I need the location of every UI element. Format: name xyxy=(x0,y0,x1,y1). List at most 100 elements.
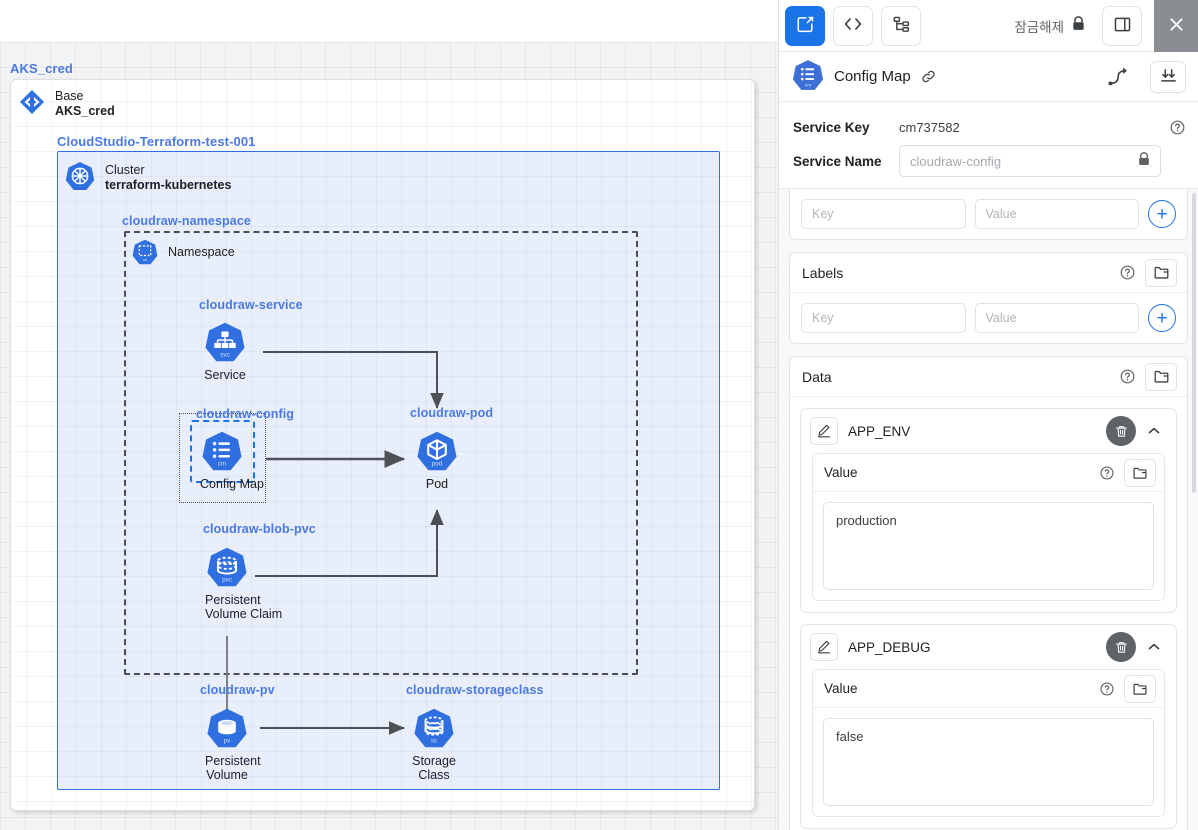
value-folder-button[interactable] xyxy=(1124,458,1156,487)
edit-key-button[interactable] xyxy=(810,633,838,661)
panel-content[interactable]: Key Value + Labels xyxy=(779,189,1198,830)
node-service[interactable]: svc Service xyxy=(203,320,247,382)
pvc-group-label: cloudraw-blob-pvc xyxy=(203,522,316,536)
close-icon xyxy=(1167,15,1186,37)
edit-form-icon xyxy=(796,15,815,37)
namespace-container[interactable] xyxy=(124,231,638,675)
flow-connect-icon[interactable] xyxy=(1107,66,1131,88)
data-item-key: APP_ENV xyxy=(848,423,911,439)
form-view-button[interactable] xyxy=(785,5,825,46)
lock-toggle[interactable]: 잠금해제 xyxy=(1014,16,1086,36)
node-configmap[interactable]: cm Config Map xyxy=(200,429,264,491)
labels-folder-button[interactable] xyxy=(1145,258,1177,287)
labels-add-button[interactable]: + xyxy=(1148,304,1176,332)
node-pvc-caption-line1: Persistent xyxy=(205,593,261,607)
labels-help-icon[interactable] xyxy=(1119,264,1136,281)
panel-meta: Service Key cm737582 Service Name cloudr… xyxy=(779,102,1198,189)
node-namespace[interactable]: ns Namespace xyxy=(131,238,235,266)
service-key-help-icon[interactable] xyxy=(1169,119,1186,136)
configmap-selection-outline xyxy=(179,413,266,503)
data-item-value-body: false xyxy=(813,708,1164,816)
labels-value-input[interactable]: Value xyxy=(974,303,1139,333)
value-folder-button[interactable] xyxy=(1124,674,1156,703)
svg-text:sc: sc xyxy=(431,738,437,745)
node-configmap-caption: Config Map xyxy=(200,477,264,491)
base-node[interactable]: Base AKS_cred xyxy=(18,88,115,119)
delete-data-item-button[interactable] xyxy=(1106,416,1136,446)
k8s-storageclass-icon: sc xyxy=(412,706,456,750)
data-item: APP_ENV xyxy=(800,408,1177,613)
value-textarea[interactable]: production xyxy=(823,502,1154,590)
node-pvc[interactable]: pvc Persistent Volume Claim xyxy=(205,545,282,621)
service-name-label: Service Name xyxy=(793,153,882,169)
split-panel-button[interactable] xyxy=(1102,5,1142,46)
data-item-value-header: Value xyxy=(813,670,1164,708)
edit-key-button[interactable] xyxy=(810,417,838,445)
node-storageclass[interactable]: sc Storage Class xyxy=(412,706,456,782)
node-pv-caption-line1: Persistent xyxy=(205,754,261,768)
data-item-header: APP_DEBUG xyxy=(801,625,1176,669)
labels-key-input[interactable]: Key xyxy=(801,303,966,333)
collapse-data-item-button[interactable] xyxy=(1142,419,1166,443)
service-key-value: cm737582 xyxy=(899,119,960,135)
annotations-key-placeholder: Key xyxy=(812,207,834,221)
panel-toolbar: 잠금해제 xyxy=(779,0,1198,52)
storageclass-group-label: cloudraw-storageclass xyxy=(406,683,544,697)
lock-label: 잠금해제 xyxy=(1014,19,1064,35)
annotations-value-input[interactable]: Value xyxy=(974,199,1139,229)
code-view-button[interactable] xyxy=(833,5,873,46)
annotations-kv-row: Key Value + xyxy=(790,189,1187,239)
node-pod-caption: Pod xyxy=(425,477,449,491)
service-name-lock-icon xyxy=(1137,152,1151,170)
cluster-container[interactable] xyxy=(57,151,720,790)
k8s-pod-icon: pod xyxy=(415,429,459,473)
node-service-caption: Service xyxy=(204,368,246,382)
node-pv[interactable]: pv Persistent Volume xyxy=(205,706,261,782)
properties-panel: 잠금해제 xyxy=(778,0,1198,830)
close-button[interactable] xyxy=(1154,0,1198,52)
base-group-label: AKS_cred xyxy=(10,61,73,76)
svg-text:pod: pod xyxy=(432,461,443,468)
link-icon[interactable] xyxy=(920,68,937,85)
node-pv-caption-line2: Volume xyxy=(206,768,248,782)
panel-scrollbar[interactable] xyxy=(1192,193,1196,493)
data-help-icon[interactable] xyxy=(1119,368,1136,385)
data-item-value-card: Value xyxy=(812,669,1165,817)
code-brackets-icon xyxy=(843,14,863,37)
value-help-icon[interactable] xyxy=(1099,465,1115,481)
value-textarea[interactable]: false xyxy=(823,718,1154,806)
import-down-icon[interactable] xyxy=(1150,60,1186,93)
service-key-label: Service Key xyxy=(793,119,870,135)
value-title: Value xyxy=(824,465,858,480)
k8s-pv-icon: pv xyxy=(205,706,249,750)
svg-text:pv: pv xyxy=(224,738,232,745)
cluster-node-kind: Cluster xyxy=(105,162,145,177)
data-title: Data xyxy=(802,368,832,385)
panel-title-bar: cm Config Map xyxy=(779,52,1198,102)
svg-text:cm: cm xyxy=(805,83,812,88)
annotations-card: Key Value + xyxy=(789,189,1188,240)
base-node-kind: Base xyxy=(55,88,84,103)
canvas-top-strip xyxy=(0,0,778,42)
cluster-node[interactable]: Cluster terraform-kubernetes xyxy=(64,160,231,195)
data-folder-button[interactable] xyxy=(1145,362,1177,391)
service-key-row: Service Key cm737582 xyxy=(791,110,1186,144)
annotations-value-placeholder: Value xyxy=(985,207,1017,221)
delete-data-item-button[interactable] xyxy=(1106,632,1136,662)
annotations-add-button[interactable]: + xyxy=(1148,200,1176,228)
data-item: APP_DEBUG xyxy=(800,624,1177,829)
data-item-value-body: production xyxy=(813,492,1164,600)
service-name-input[interactable]: cloudraw-config xyxy=(899,145,1161,177)
node-pod[interactable]: pod Pod xyxy=(415,429,459,491)
collapse-data-item-button[interactable] xyxy=(1142,635,1166,659)
namespace-group-label: cloudraw-namespace xyxy=(122,214,251,228)
node-storageclass-caption-line2: Class xyxy=(418,768,450,782)
labels-value-placeholder: Value xyxy=(985,311,1017,325)
annotations-key-input[interactable]: Key xyxy=(801,199,966,229)
diagram-canvas[interactable]: AKS_cred Base AKS_cred CloudStudio-Terra… xyxy=(0,0,778,830)
configmap-selection-box[interactable] xyxy=(190,420,255,483)
panel-layout-icon xyxy=(1113,15,1132,37)
tree-view-button[interactable] xyxy=(881,5,921,46)
configmap-type-icon: cm xyxy=(791,58,825,95)
value-help-icon[interactable] xyxy=(1099,681,1115,697)
